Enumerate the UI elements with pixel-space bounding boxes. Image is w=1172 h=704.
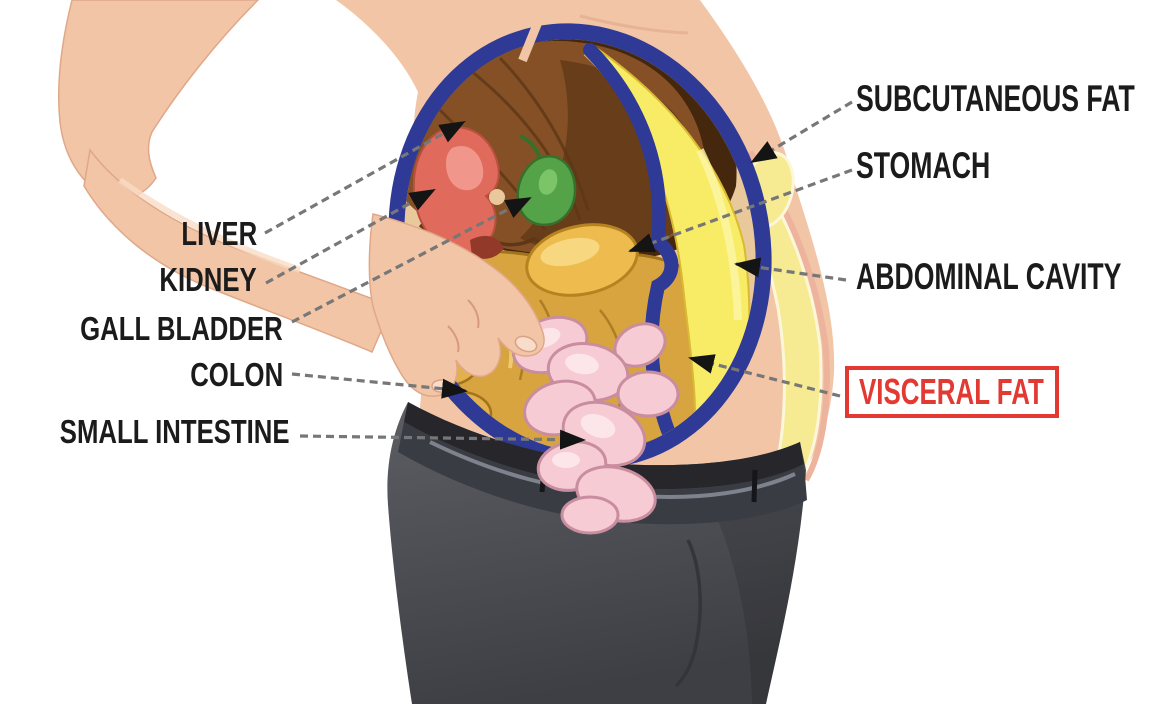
kidney xyxy=(412,126,505,259)
inner-cavity-line xyxy=(583,43,703,481)
arrow-small-intestine xyxy=(299,429,586,450)
arrow-colon xyxy=(291,372,468,399)
arrow-abdominal-cavity xyxy=(734,257,847,282)
arrow-liver xyxy=(264,120,466,235)
label-visceral-fat: VISCERAL FAT xyxy=(859,371,1044,412)
label-kidney: KIDNEY xyxy=(159,261,257,298)
arrow-gall-bladder xyxy=(291,196,532,324)
annotation-arrows xyxy=(264,100,853,450)
gall-bladder xyxy=(516,134,577,227)
small-intestine xyxy=(511,315,680,535)
label-small-intestine: SMALL INTESTINE xyxy=(60,413,290,450)
label-abdominal-cavity: ABDOMINAL CAVITY xyxy=(856,256,1122,297)
visceral-fat-highlight-box: VISCERAL FAT xyxy=(845,366,1059,418)
arm xyxy=(58,0,545,397)
label-stomach: STOMACH xyxy=(856,145,991,186)
arrow-stomach xyxy=(628,168,853,253)
label-liver: LIVER xyxy=(181,215,257,252)
label-subcutaneous-fat: SUBCUTANEOUS FAT xyxy=(856,78,1135,119)
pocket-seam xyxy=(674,539,702,688)
arrow-subcutaneous-fat xyxy=(750,100,853,164)
label-gall-bladder: GALL BLADDER xyxy=(80,310,283,347)
forearm xyxy=(83,148,394,353)
trousers xyxy=(387,402,807,704)
label-colon: COLON xyxy=(190,356,283,393)
arrow-kidney xyxy=(265,188,436,285)
cavity-ring-notch xyxy=(518,14,545,63)
stomach xyxy=(525,223,639,297)
